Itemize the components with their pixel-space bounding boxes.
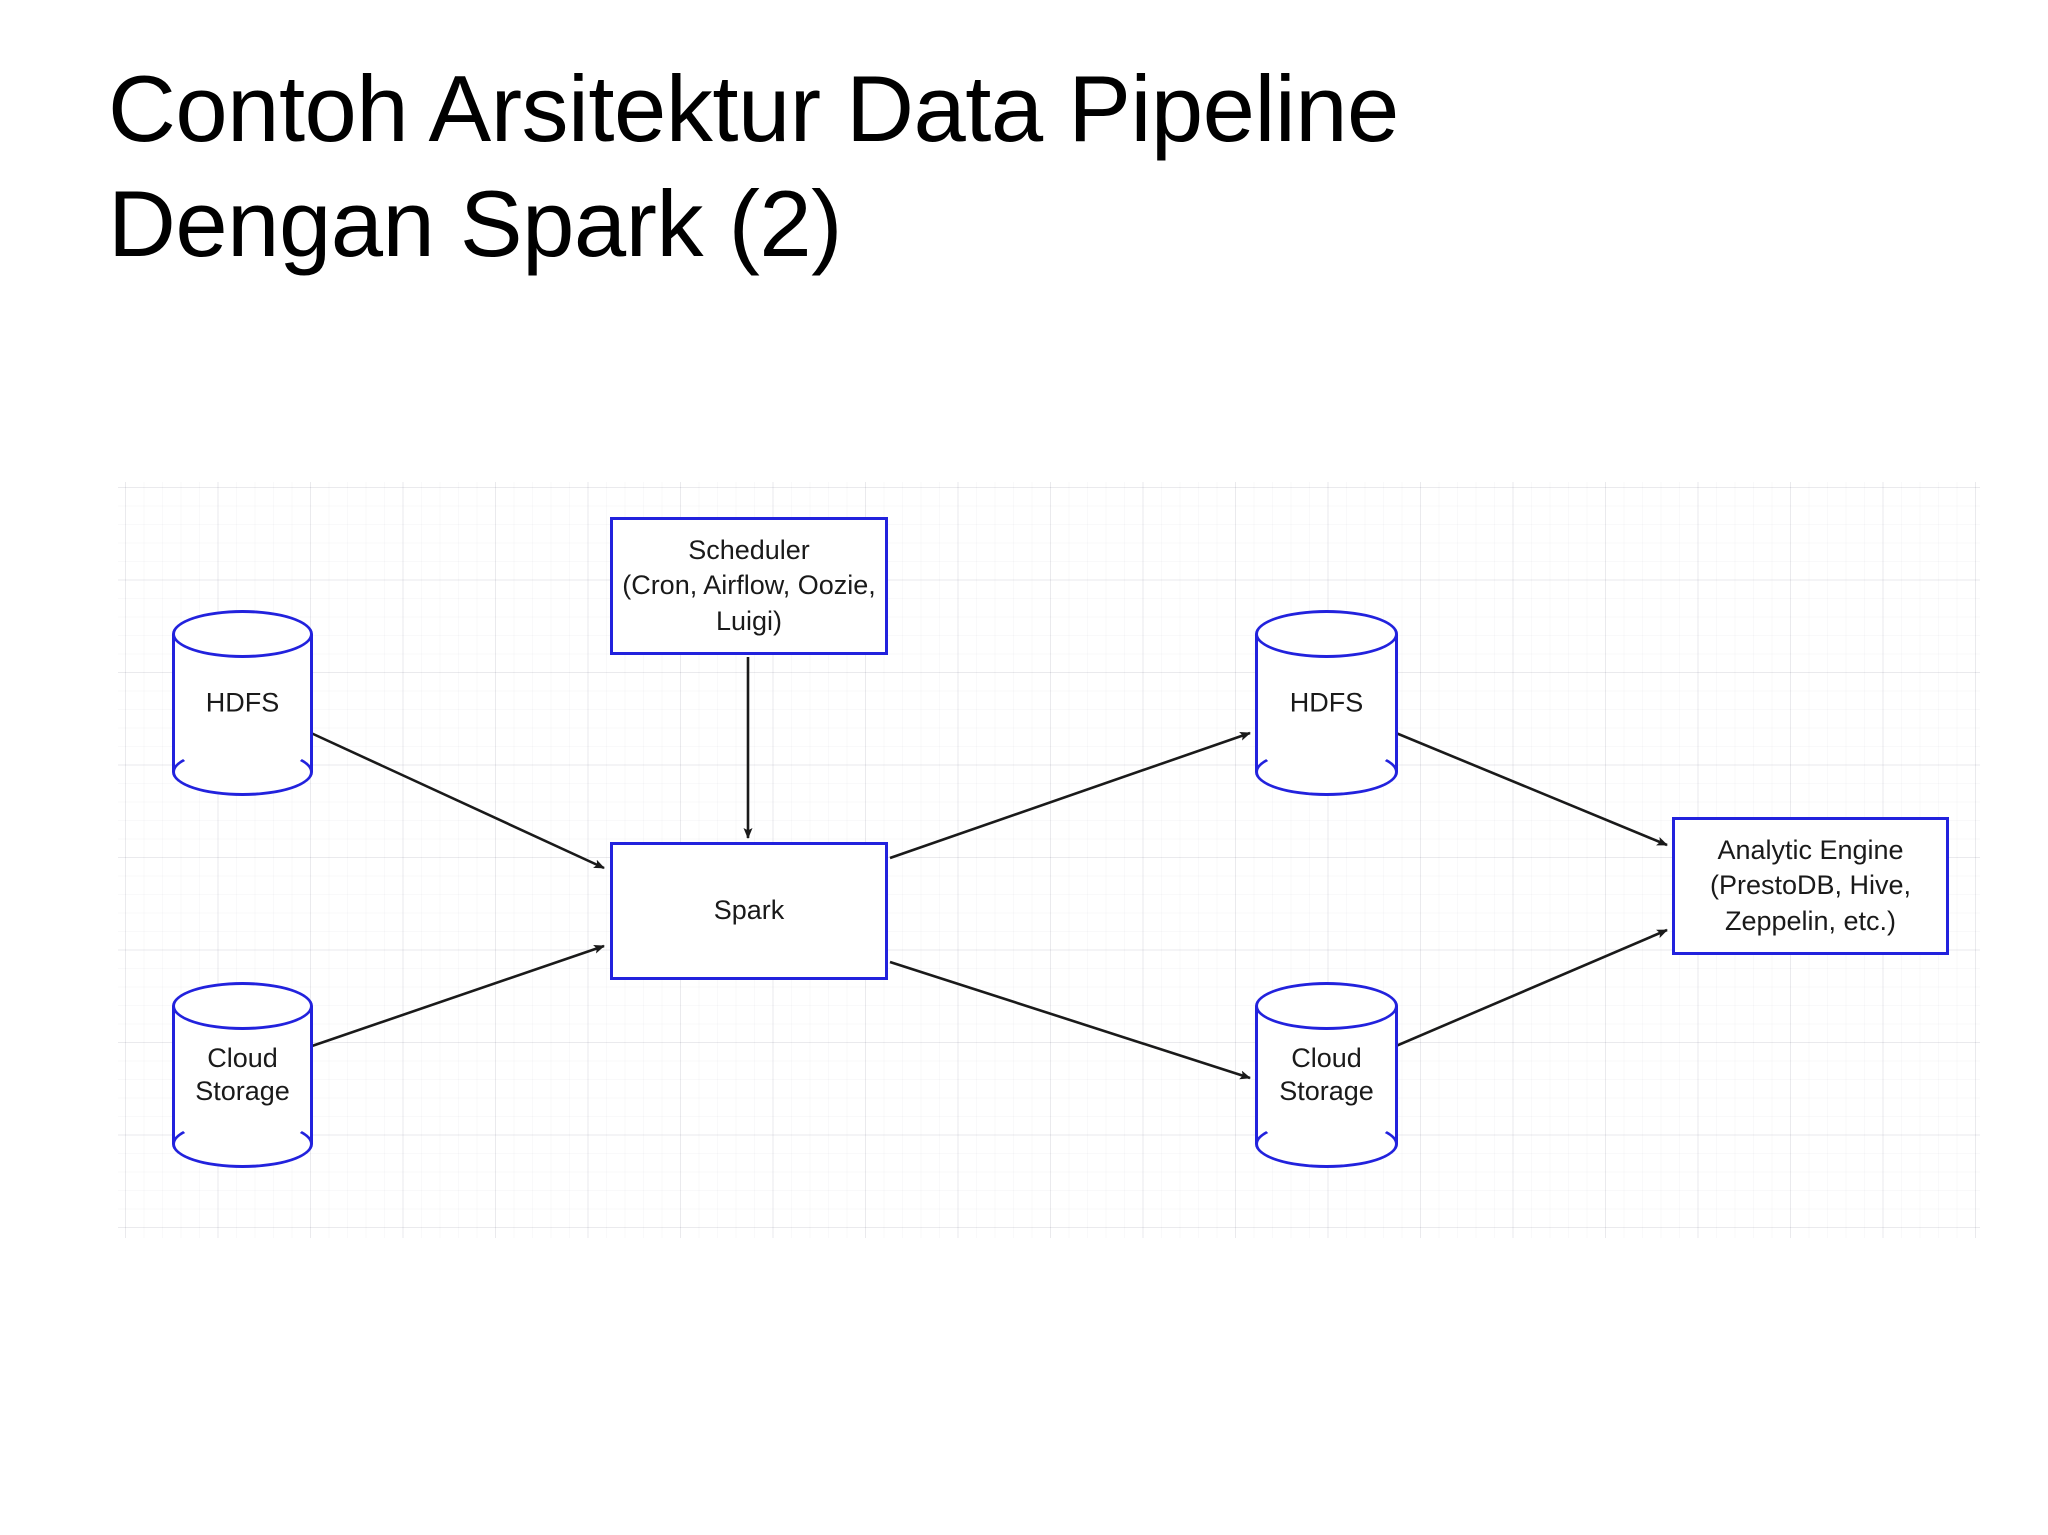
node-scheduler[interactable]: Scheduler (Cron, Airflow, Oozie, Luigi) — [610, 517, 888, 655]
cylinder-top-ellipse — [1255, 982, 1398, 1030]
node-label: Cloud Storage — [195, 1043, 290, 1106]
page-title: Contoh Arsitektur Data Pipeline Dengan S… — [108, 56, 1399, 276]
node-label: HDFS — [205, 687, 280, 718]
node-spark[interactable]: Spark — [610, 842, 888, 980]
node-label: Cloud Storage — [1279, 1043, 1374, 1106]
node-label: Spark — [713, 895, 785, 926]
node-source-cloud[interactable]: Cloud Storage — [172, 982, 313, 1168]
node-label: HDFS — [1289, 687, 1364, 718]
cylinder-bottom-ellipse — [172, 1120, 313, 1168]
cylinder-top-ellipse — [172, 982, 313, 1030]
node-analytic-engine[interactable]: Analytic Engine (PrestoDB, Hive, Zeppeli… — [1672, 817, 1949, 955]
cylinder-bottom-ellipse — [1255, 1120, 1398, 1168]
cylinder-bottom-ellipse — [172, 748, 313, 796]
node-label: Scheduler (Cron, Airflow, Oozie, Luigi) — [622, 535, 876, 636]
node-sink-cloud[interactable]: Cloud Storage — [1255, 982, 1398, 1168]
cylinder-bottom-ellipse — [1255, 748, 1398, 796]
cylinder-top-ellipse — [172, 610, 313, 658]
node-label: Analytic Engine (PrestoDB, Hive, Zeppeli… — [1709, 835, 1912, 936]
node-sink-hdfs[interactable]: HDFS — [1255, 610, 1398, 796]
cylinder-top-ellipse — [1255, 610, 1398, 658]
node-source-hdfs[interactable]: HDFS — [172, 610, 313, 796]
